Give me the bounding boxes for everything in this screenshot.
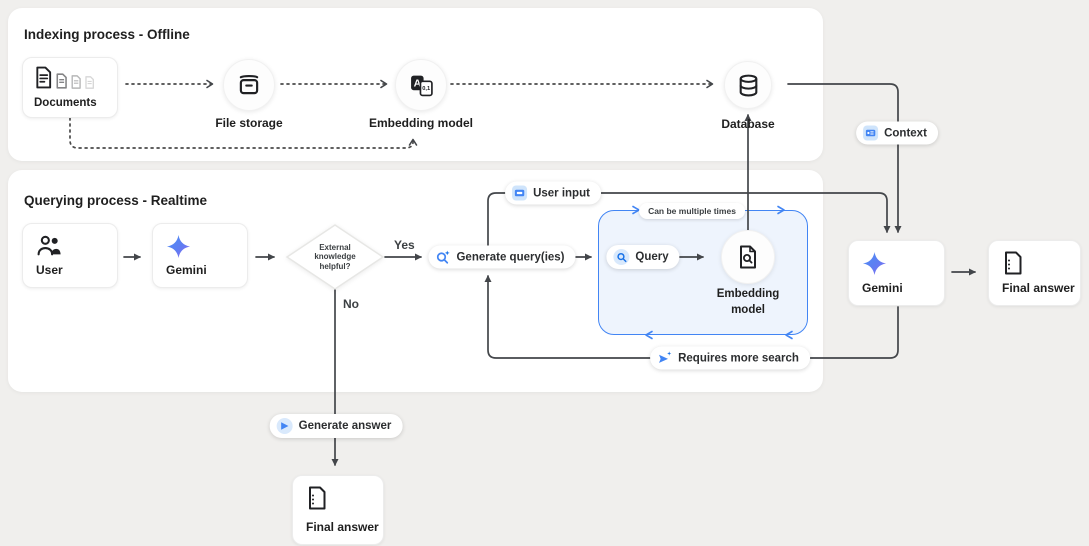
context-label: Context: [884, 127, 927, 139]
gemini-card: Gemini: [152, 223, 248, 288]
doc-search-icon: [740, 245, 756, 269]
user-icon: [37, 235, 61, 256]
loop-embedding-model-node: [721, 230, 775, 284]
user-label: User: [36, 263, 63, 277]
embedding-model-icon: A 0,1: [410, 75, 433, 96]
requires-more-search-icon: [659, 351, 672, 363]
query-label: Query: [635, 251, 669, 263]
query-badge: Query: [606, 245, 680, 269]
user-card: User: [22, 223, 118, 288]
embedding-model-label: Embedding model: [368, 116, 473, 130]
user-input-badge: User input: [505, 181, 601, 205]
file-storage-icon: [239, 74, 259, 95]
user-input-label: User input: [533, 187, 590, 199]
decision-diamond: External knowledge helpful?: [285, 223, 385, 291]
loop-embedding-model-label: Embedding model: [716, 288, 780, 316]
documents-label: Documents: [34, 97, 97, 109]
final-answer-icon: [1005, 251, 1022, 275]
gemini-label: Gemini: [166, 263, 207, 277]
loop-note: Can be multiple times: [639, 203, 745, 219]
requires-more-search-label: Requires more search: [678, 352, 799, 364]
yes-label: Yes: [394, 238, 415, 252]
generate-queries-label: Generate query(ies): [456, 251, 565, 263]
svg-text:0,1: 0,1: [422, 86, 431, 92]
final-answer-card: Final answer: [988, 240, 1081, 306]
final-answer-icon: [309, 486, 326, 510]
query-icon: [613, 249, 630, 265]
generate-answer-icon: [276, 418, 293, 434]
context-badge: Context: [856, 121, 938, 145]
database-label: Database: [721, 117, 775, 131]
final-answer-offline-card: Final answer: [292, 475, 384, 545]
documents-card: Documents: [22, 57, 118, 118]
database-icon: [739, 74, 757, 96]
user-input-icon: [512, 185, 528, 201]
no-label: No: [343, 297, 359, 311]
final-answer-label: Final answer: [1002, 281, 1075, 295]
gemini-generation-card: Gemini: [848, 240, 945, 306]
file-storage-label: File storage: [215, 116, 283, 130]
documents-icon: [34, 66, 106, 89]
svg-text:A: A: [413, 78, 421, 89]
generate-queries-icon: [436, 250, 450, 264]
decision-line-3: helpful?: [319, 261, 351, 271]
database-node: [724, 61, 772, 109]
decision-question: External knowledge helpful?: [285, 223, 385, 291]
generate-answer-badge: Generate answer: [269, 414, 403, 438]
final-answer-offline-label: Final answer: [306, 520, 379, 534]
file-storage-node: [223, 59, 275, 111]
gemini-icon: [166, 234, 191, 259]
requires-more-search-badge: Requires more search: [650, 346, 810, 370]
context-icon: [863, 125, 879, 141]
querying-title: Querying process - Realtime: [24, 193, 208, 208]
decision-line-2: knowledge: [314, 252, 356, 262]
generate-queries-badge: Generate query(ies): [428, 245, 576, 269]
indexing-title: Indexing process - Offline: [24, 27, 190, 42]
decision-line-1: External: [319, 242, 351, 252]
gemini-generation-label: Gemini: [862, 281, 903, 295]
generate-answer-label: Generate answer: [298, 420, 392, 432]
gemini-icon: [862, 251, 887, 276]
embedding-model-node: A 0,1: [395, 59, 447, 111]
